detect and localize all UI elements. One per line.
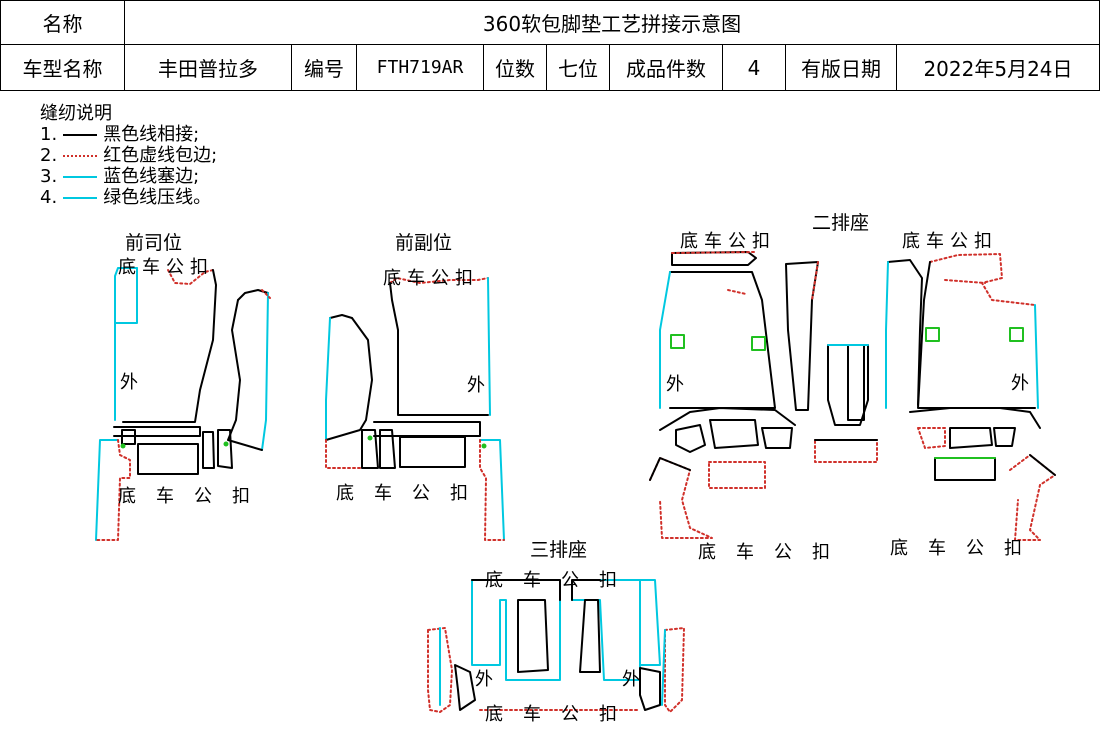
cyan-solid-line-swatch — [63, 175, 98, 178]
stitch-legend: 缝纫说明 1. 黑色线相接; 2. 红色虚线包边; 3. 蓝色线塞边; 4. 绿… — [40, 103, 217, 208]
legend-num: 1. — [40, 124, 58, 145]
model-value: 丰田普拉多 — [158, 57, 258, 81]
code-value-cell: FTH719AR — [356, 44, 484, 91]
legend-text: 蓝色线塞边; — [103, 166, 200, 187]
pieces-label: 成品件数 — [626, 57, 706, 81]
passenger-side-panel — [325, 314, 373, 469]
date-value-cell: 2022年5月24日 — [896, 44, 1100, 91]
clip-label: 底车公扣 — [890, 538, 1042, 559]
section-title-driver: 前司位 — [125, 232, 183, 254]
code-label: 编号 — [304, 57, 344, 81]
clip-label: 底车公扣 — [336, 483, 488, 504]
row2-bottom-left-pieces — [649, 407, 796, 539]
clip-label: 底车公扣 — [902, 231, 998, 252]
outer-label: 外 — [622, 669, 640, 690]
code-value: FTH719AR — [376, 57, 464, 78]
row2-center-strips — [785, 261, 878, 463]
clip-label: 底车公扣 — [698, 542, 850, 563]
clip-label: 底车公扣 — [118, 486, 270, 507]
outer-label: 外 — [120, 372, 138, 393]
legend-num: 4. — [40, 187, 58, 208]
driver-main-panel — [114, 267, 217, 423]
date-label: 有版日期 — [801, 57, 881, 81]
legend-text: 黑色线相接; — [103, 124, 200, 145]
clip-label: 底车公扣 — [118, 257, 214, 278]
green-solid-line-swatch — [63, 196, 98, 199]
section-title-row2: 二排座 — [812, 212, 870, 234]
code-label-cell: 编号 — [291, 44, 357, 91]
legend-num: 3. — [40, 166, 58, 187]
section-title-row3: 三排座 — [530, 539, 588, 561]
clip-label: 底车公扣 — [485, 570, 637, 591]
model-label: 车型名称 — [22, 57, 103, 81]
legend-item-red: 2. 红色虚线包边; — [40, 145, 217, 166]
diagram-title: 360软包脚垫工艺拼接示意图 — [482, 12, 742, 36]
outer-label: 外 — [1011, 373, 1029, 394]
model-label-cell: 车型名称 — [0, 44, 125, 91]
passenger-main-panel — [389, 277, 491, 416]
outer-label: 外 — [666, 374, 684, 395]
clip-label: 底车公扣 — [485, 704, 637, 725]
legend-text: 绿色线压线。 — [103, 187, 212, 208]
date-label-cell: 有版日期 — [785, 44, 897, 91]
legend-item-black: 1. 黑色线相接; — [40, 124, 217, 145]
pieces-label-cell: 成品件数 — [609, 44, 723, 91]
driver-side-panel — [227, 289, 271, 451]
seats-value-cell: 七位 — [546, 44, 610, 91]
driver-bottom-pieces — [95, 426, 233, 541]
name-label-cell: 名称 — [0, 0, 125, 45]
legend-item-green: 4. 绿色线压线。 — [40, 187, 217, 208]
legend-item-cyan: 3. 蓝色线塞边; — [40, 166, 217, 187]
legend-num: 2. — [40, 145, 58, 166]
section-title-passenger: 前副位 — [395, 232, 453, 254]
passenger-bottom-pieces — [120, 421, 505, 541]
clip-label: 底车公扣 — [680, 231, 776, 252]
row2-bottom-right-pieces — [909, 407, 1056, 541]
clip-label: 底车公扣 — [383, 268, 479, 289]
black-solid-line-swatch — [63, 133, 98, 136]
seats-label: 位数 — [495, 57, 535, 81]
seats-label-cell: 位数 — [483, 44, 547, 91]
legend-title: 缝纫说明 — [40, 103, 112, 124]
red-dotted-line-swatch — [63, 154, 98, 157]
seats-value: 七位 — [558, 57, 598, 81]
date-value: 2022年5月24日 — [923, 57, 1073, 81]
row2-left-clip-strip — [671, 251, 757, 266]
legend-text: 红色虚线包边; — [103, 145, 218, 166]
row3-panels — [427, 579, 685, 713]
name-label: 名称 — [42, 12, 83, 36]
pieces-value: 4 — [747, 55, 761, 80]
outer-label: 外 — [475, 669, 493, 690]
outer-label: 外 — [467, 375, 485, 396]
model-value-cell: 丰田普拉多 — [124, 44, 292, 91]
